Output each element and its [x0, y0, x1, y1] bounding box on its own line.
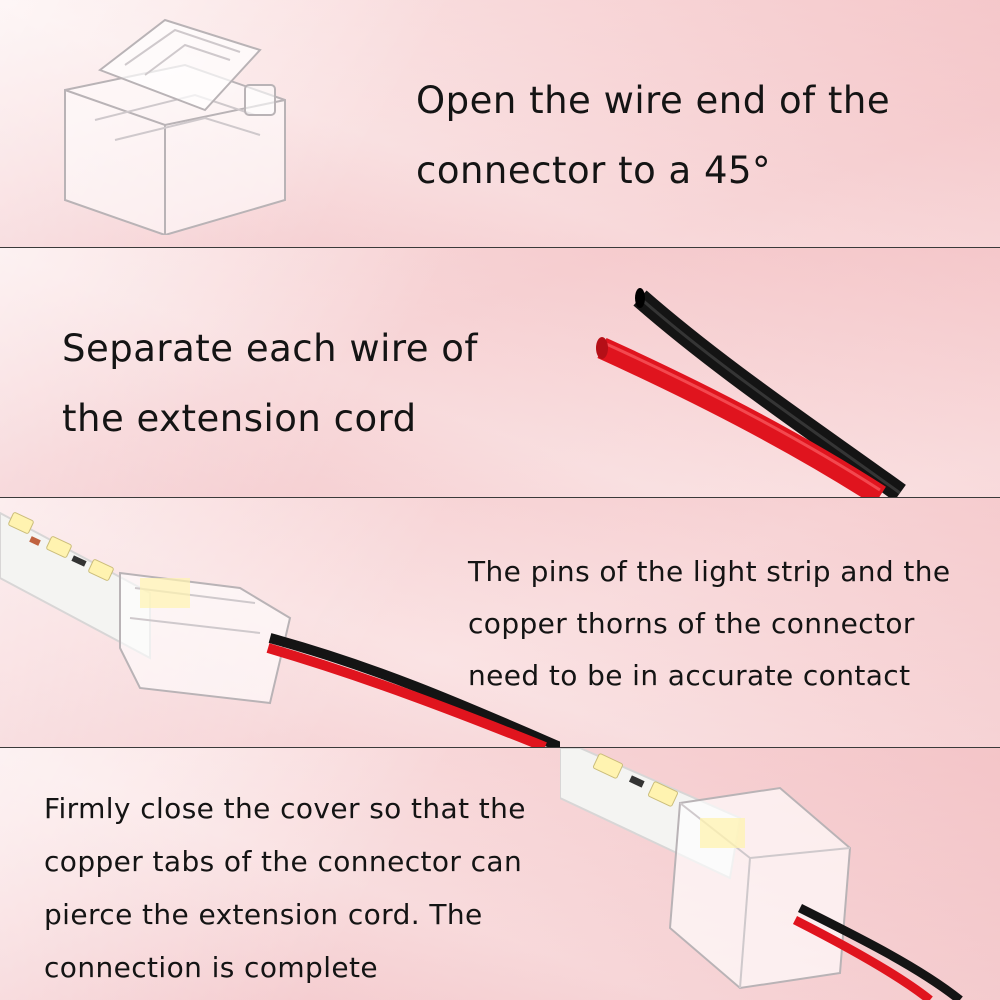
step-3-text: The pins of the light strip and the copp…	[468, 546, 951, 702]
step-4-line-3: pierce the extension cord. The	[44, 898, 483, 931]
step-2-line-1: Separate each wire of	[62, 327, 478, 370]
step-3-line-1: The pins of the light strip and the	[468, 555, 951, 588]
divider-1	[0, 247, 1000, 248]
step-4-text: Firmly close the cover so that the coppe…	[44, 782, 526, 994]
step-2-panel: Separate each wire of the extension cord	[0, 248, 1000, 497]
step-4-panel: Firmly close the cover so that the coppe…	[0, 748, 1000, 1000]
step-3-panel: The pins of the light strip and the copp…	[0, 498, 1000, 747]
divider-3	[0, 747, 1000, 748]
separated-wires-illustration	[596, 288, 906, 497]
step-3-line-3: need to be in accurate contact	[468, 659, 911, 692]
step-4-line-1: Firmly close the cover so that the	[44, 792, 526, 825]
divider-2	[0, 497, 1000, 498]
step-1-line-2: connector to a 45°	[416, 149, 772, 192]
step-1-panel: Open the wire end of the connector to a …	[0, 0, 1000, 247]
step-2-line-2: the extension cord	[62, 397, 417, 440]
step-1-line-1: Open the wire end of the	[416, 79, 891, 122]
step-4-line-4: connection is complete	[44, 951, 379, 984]
step-4-line-2: copper tabs of the connector can	[44, 845, 523, 878]
closed-connector-illustration	[560, 748, 963, 1000]
step-1-text: Open the wire end of the connector to a …	[416, 66, 890, 206]
step-2-text: Separate each wire of the extension cord	[62, 314, 478, 454]
strip-with-connector-illustration	[0, 511, 560, 747]
open-connector-illustration	[64, 18, 286, 235]
step-3-line-2: copper thorns of the connector	[468, 607, 915, 640]
